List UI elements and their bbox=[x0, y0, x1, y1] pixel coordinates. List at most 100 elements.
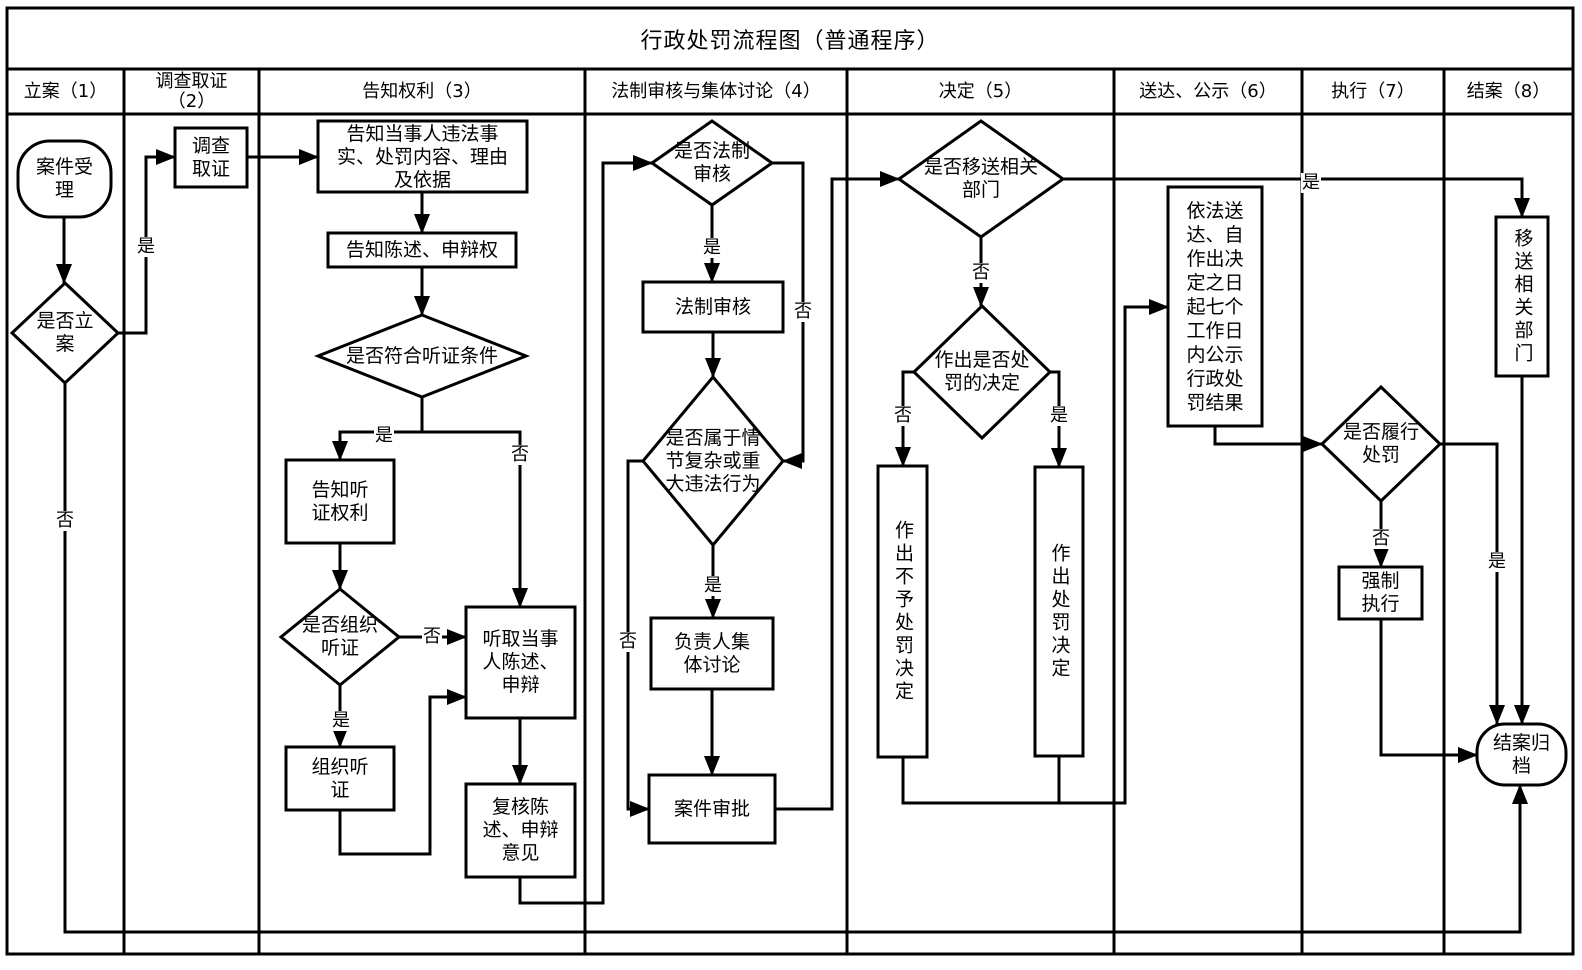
outer-frame bbox=[5, 6, 1575, 956]
edge-label-file-yes: 是 bbox=[136, 236, 156, 257]
decide-file-diamond bbox=[9, 280, 121, 386]
lane-header-label: 执行（7） bbox=[1331, 80, 1415, 102]
notify-facts-box bbox=[316, 119, 529, 194]
edge-label-file-no: 否 bbox=[55, 510, 75, 531]
node-text-line: 调查 bbox=[191, 134, 230, 157]
lane-header-label: 调查取证（2） bbox=[155, 70, 228, 112]
organize-decision-diamond bbox=[278, 587, 402, 687]
node-text-line: 档 bbox=[1511, 754, 1531, 777]
investigate-label: 调查 取证 bbox=[175, 128, 247, 187]
node-text-line: 达、自 bbox=[1186, 223, 1244, 246]
node-text-line: 大违法行为 bbox=[665, 472, 761, 495]
edge-label-hearing-no: 否 bbox=[510, 444, 530, 465]
node-text-line: 理 bbox=[54, 179, 74, 201]
node-text-line: 述、申辩 bbox=[482, 819, 559, 841]
collective-discussion-box bbox=[649, 616, 775, 691]
node-text-line: 是否移送相关 bbox=[923, 156, 1038, 178]
node-text-line: 告知陈述、申辩权 bbox=[345, 238, 498, 261]
node-text-line: 审核 bbox=[692, 163, 731, 185]
organize-hearing-label: 组织听 证 bbox=[286, 747, 394, 810]
node-text-line: 节复杂或重 bbox=[665, 449, 761, 472]
edge-label-penalty-no: 否 bbox=[893, 405, 913, 426]
node-text-line: 听证 bbox=[320, 637, 359, 659]
close-archive-terminal bbox=[1475, 722, 1568, 787]
notify-rights-box bbox=[326, 231, 518, 269]
node-text-line: 是否履行 bbox=[1342, 421, 1419, 443]
no-penalty-label: 作出不予处罚决定 bbox=[878, 466, 927, 757]
lane-header-label: 送达、公示（6） bbox=[1139, 80, 1277, 102]
edge-label-complex-no: 否 bbox=[618, 631, 638, 652]
node-text-line: 案件审批 bbox=[673, 797, 750, 820]
node-text-line: 听取当事 bbox=[482, 628, 559, 650]
notify-hearing-box bbox=[284, 458, 396, 545]
node-text-line: 部门 bbox=[961, 179, 1000, 201]
node-text-line: 定之日 bbox=[1186, 271, 1244, 294]
case-approval-box bbox=[647, 773, 777, 845]
node-text-line: 是否属于情 bbox=[665, 426, 761, 449]
lane-header-investigation: 调查取证（2） bbox=[124, 69, 259, 114]
connector-deliver-to-comply bbox=[1213, 426, 1323, 452]
node-text-line: 案 bbox=[55, 333, 75, 355]
enforce-box bbox=[1337, 565, 1424, 621]
node-text-line: 体讨论 bbox=[683, 653, 741, 676]
node-text-line: 及依据 bbox=[393, 169, 451, 191]
chart-title: 行政处罚流程图（普通程序） bbox=[640, 28, 940, 54]
case-approval-label: 案件审批 bbox=[649, 775, 775, 843]
edge-label-comply-no: 否 bbox=[1371, 528, 1391, 549]
node-text-line: 申辩 bbox=[501, 674, 540, 696]
investigate-box bbox=[173, 126, 249, 189]
lane-header-label: 立案（1） bbox=[23, 80, 108, 102]
lane-header-label: 告知权利（3） bbox=[362, 80, 482, 102]
review-statement-label: 复核陈 述、申辩 意见 bbox=[466, 784, 575, 877]
enforce-label: 强制 执行 bbox=[1339, 567, 1422, 619]
node-text-line: 罚结果 bbox=[1186, 391, 1244, 414]
comply-decision-label: 是否履行 处罚 bbox=[1322, 387, 1440, 501]
node-text-line: 内公示 bbox=[1186, 343, 1244, 366]
node-text-line: 处罚 bbox=[1361, 444, 1400, 466]
connector-file-no bbox=[63, 383, 1528, 934]
connector-hearing-no bbox=[422, 430, 528, 608]
lane-header-decision: 决定（5） bbox=[847, 69, 1114, 114]
hear-statement-label: 听取当事 人陈述、 申辩 bbox=[466, 607, 575, 718]
edge-label-organize-no: 否 bbox=[422, 626, 442, 647]
decide-file-label: 是否立 案 bbox=[12, 283, 118, 383]
node-text-line: 罚的决定 bbox=[943, 372, 1020, 394]
edge-label-transfer-no: 否 bbox=[971, 262, 991, 283]
deliver-publish-label: 依法送 达、自 作出决 定之日 起七个 工作日 内公示 行政处 罚结果 bbox=[1168, 187, 1262, 426]
node-text-line: 起七个 bbox=[1186, 295, 1244, 318]
node-text-vertical: 作出处罚决定 bbox=[1048, 542, 1071, 681]
hearing-eligible-label: 是否符合听证条件 bbox=[318, 315, 526, 397]
lane-header-label: 决定（5） bbox=[938, 80, 1023, 102]
connector-review-to-legal bbox=[518, 155, 653, 905]
edge-label-hearing-yes: 是 bbox=[374, 425, 394, 446]
organize-decision-label: 是否组织 听证 bbox=[281, 589, 399, 685]
edge-label-complex-yes: 是 bbox=[703, 575, 723, 596]
connector-penalty-yes bbox=[1050, 370, 1067, 468]
transfer-label: 移送相关部门 bbox=[1496, 217, 1548, 376]
node-text-line: 复核陈 bbox=[491, 796, 549, 818]
edge-label-penalty-yes: 是 bbox=[1049, 405, 1069, 426]
close-archive-label: 结案归 档 bbox=[1477, 724, 1566, 785]
lane-header-notify-rights: 告知权利（3） bbox=[259, 69, 585, 114]
node-text-line: 意见 bbox=[501, 842, 540, 864]
node-text-line: 结案归 bbox=[1492, 731, 1550, 754]
penalty-decision-diamond bbox=[911, 303, 1053, 441]
node-text-line: 是否符合听证条件 bbox=[345, 344, 498, 367]
collective-discussion-label: 负责人集 体讨论 bbox=[651, 618, 773, 689]
legal-review-decision-label: 是否法制 审核 bbox=[652, 121, 772, 205]
edge-label-transfer-yes: 是 bbox=[1301, 172, 1321, 193]
node-text-line: 作出决 bbox=[1186, 247, 1244, 270]
lane-header-label: 结案（8） bbox=[1466, 80, 1551, 102]
connector-transfer-yes bbox=[1063, 177, 1530, 218]
connector-hearing-held-to-statement bbox=[338, 689, 467, 856]
node-text-line: 工作日 bbox=[1186, 319, 1244, 342]
node-text-line: 负责人集 bbox=[673, 630, 750, 653]
edge-label-organize-yes: 是 bbox=[331, 710, 351, 731]
notify-facts-label: 告知当事人违法事 实、处罚内容、理由 及依据 bbox=[318, 121, 527, 192]
case-accept-terminal bbox=[16, 139, 113, 219]
connector-enforce-to-archive bbox=[1379, 619, 1478, 763]
connector-penalty-no bbox=[895, 370, 914, 467]
node-text-vertical: 作出不予处罚决定 bbox=[892, 519, 914, 704]
complex-case-decision-label: 是否属于情 节复杂或重 大违法行为 bbox=[643, 377, 783, 545]
